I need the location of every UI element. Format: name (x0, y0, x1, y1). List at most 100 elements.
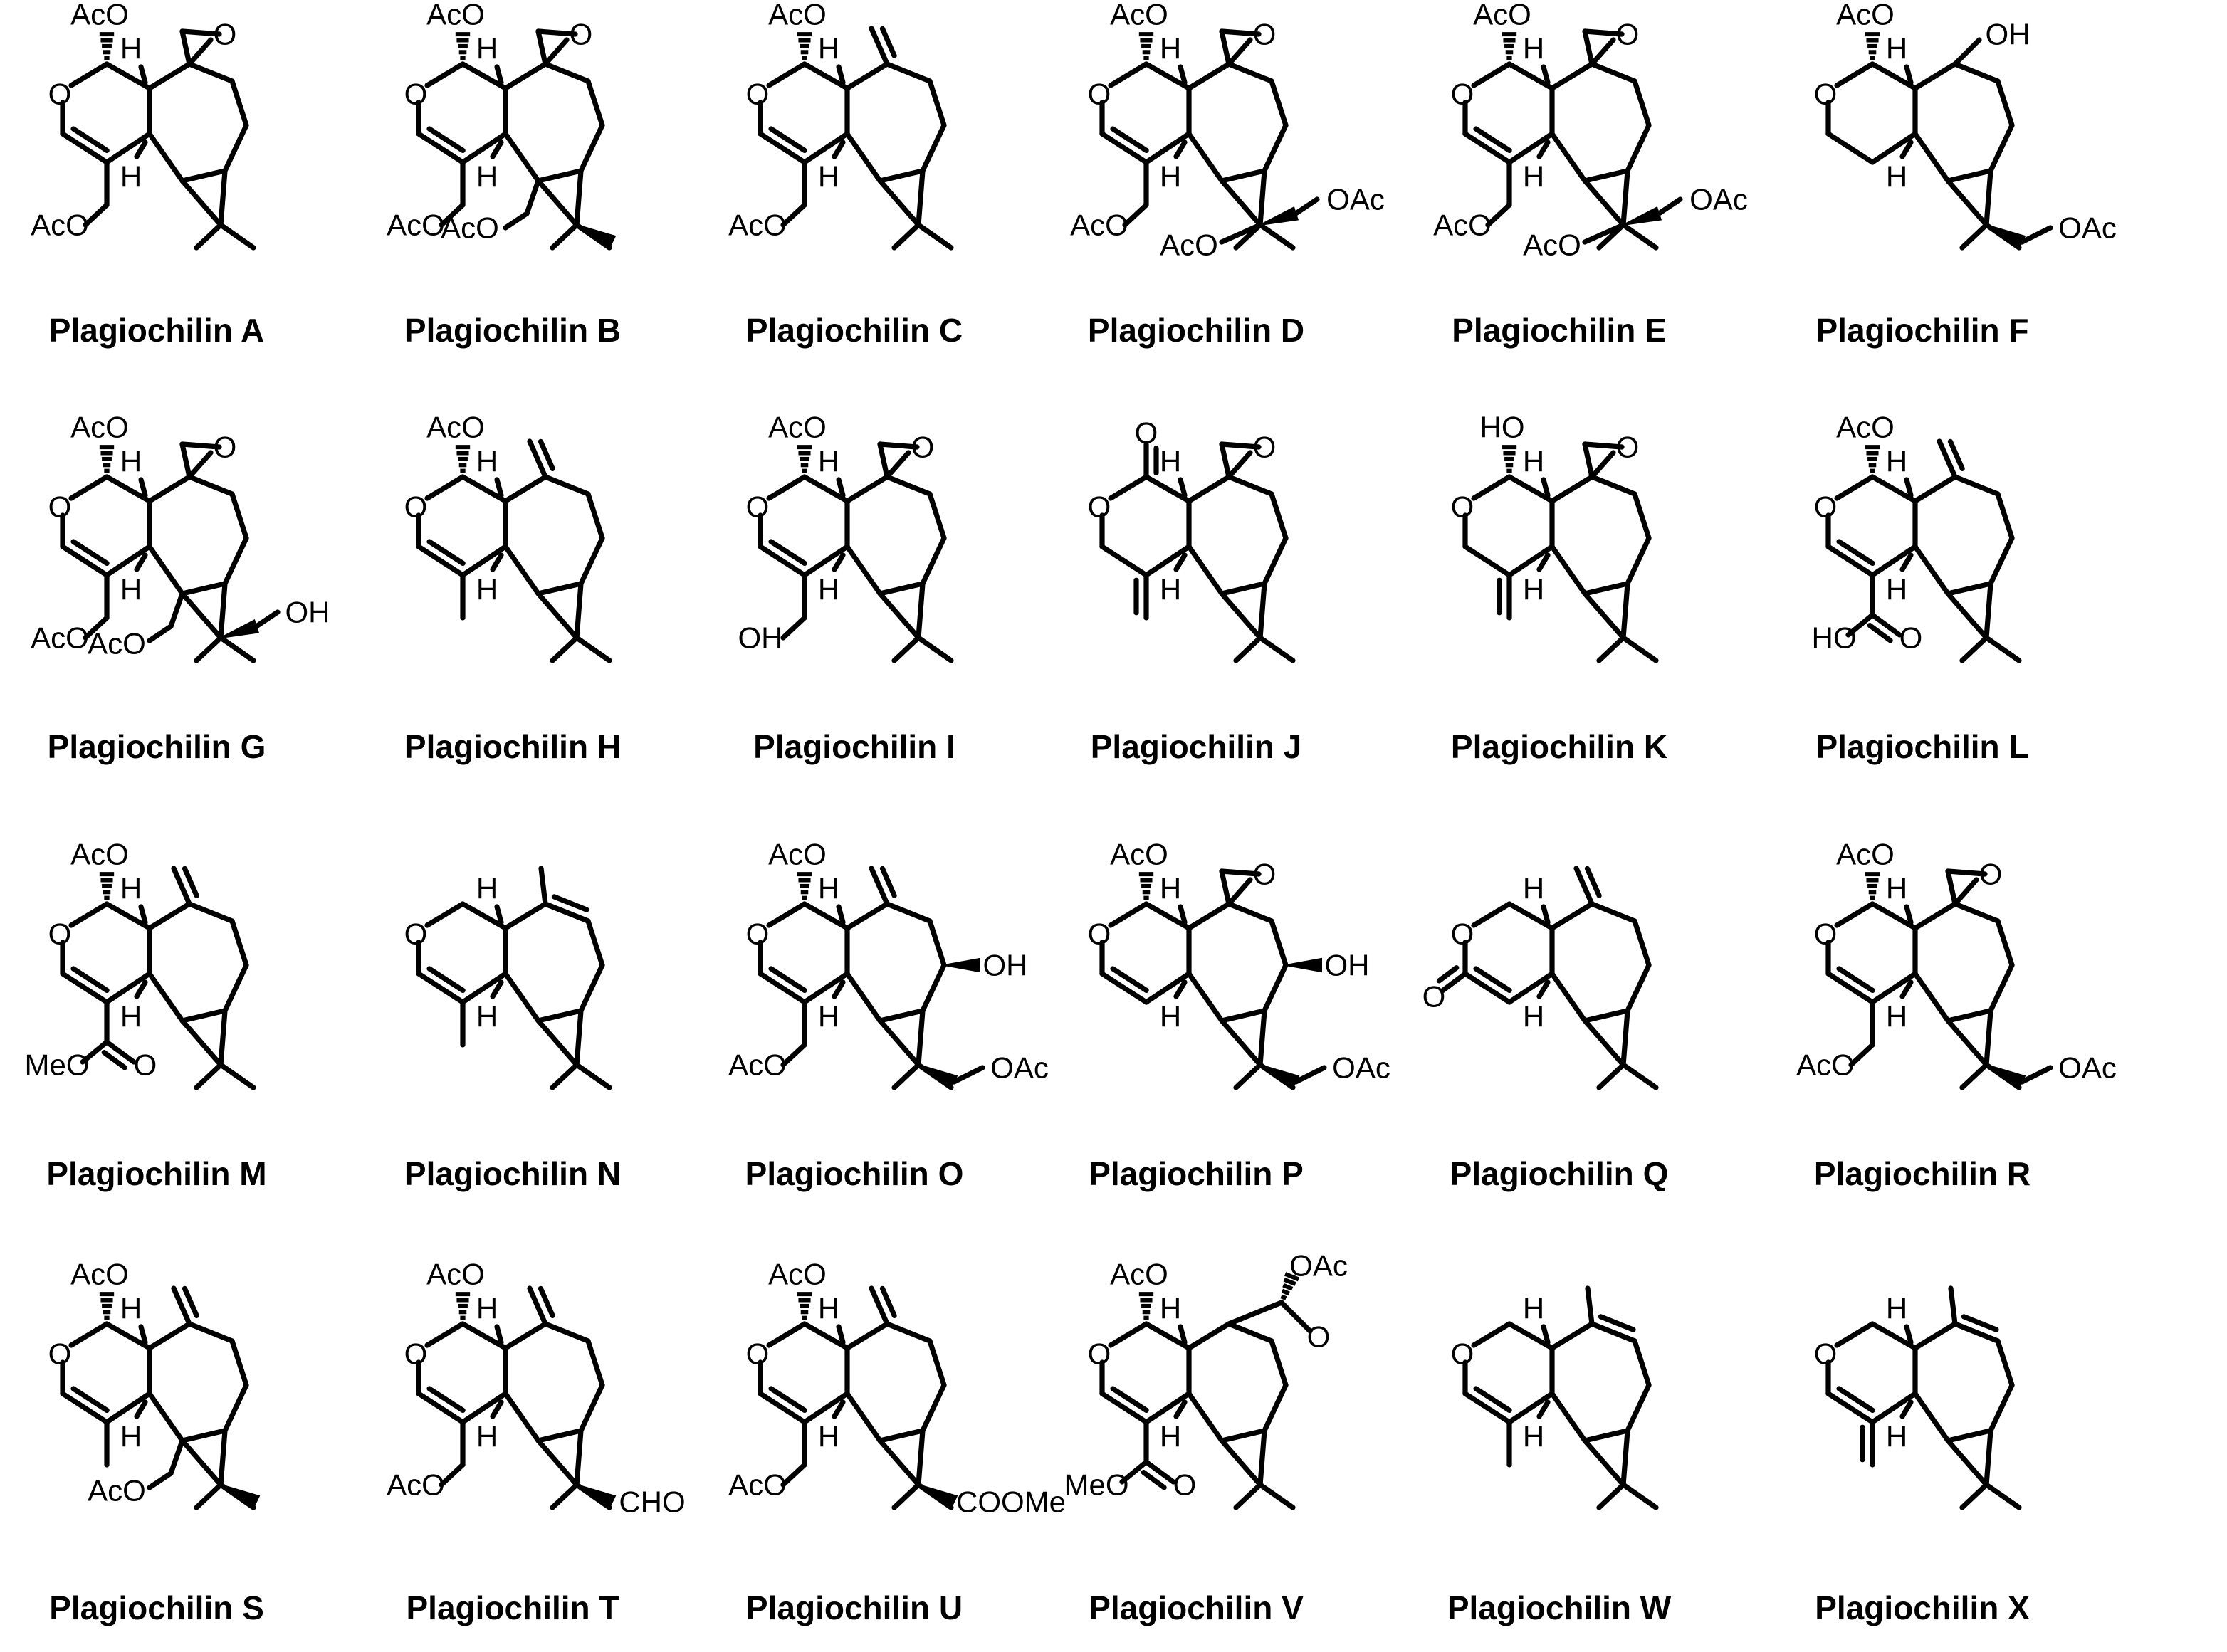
h-bond (1904, 904, 1914, 925)
double-bond-inner (426, 539, 466, 567)
bond (877, 581, 926, 596)
bond (147, 624, 174, 643)
stereo-h: H (818, 872, 839, 905)
bond (877, 591, 921, 641)
bond (1988, 962, 2015, 1014)
bond (766, 61, 807, 88)
bond (1262, 122, 1289, 174)
acetoxy-label: AcO (70, 838, 129, 871)
bond (503, 901, 548, 931)
ring-oxygen: O (1088, 917, 1111, 951)
bond (1549, 901, 1595, 931)
bond (1219, 1438, 1263, 1488)
methyl-bond (538, 866, 548, 907)
bond (1620, 1428, 1630, 1488)
double-bond-inner (879, 26, 897, 58)
h-bond (490, 140, 504, 159)
bond (1582, 28, 1625, 37)
h-bond (832, 1399, 846, 1419)
bond (802, 1391, 850, 1425)
bond (218, 222, 256, 251)
h-bond (832, 140, 846, 159)
bond (535, 178, 580, 228)
bond (1143, 474, 1192, 504)
bond (578, 122, 605, 174)
bond (1219, 1008, 1267, 1024)
stereo-h: H (818, 160, 839, 194)
bond (550, 1062, 580, 1090)
bond (1834, 901, 1875, 928)
bond (1589, 450, 1616, 480)
bond (920, 962, 947, 1014)
bond (535, 581, 584, 596)
bond (1122, 202, 1149, 228)
bond (222, 535, 249, 586)
h-bond (1904, 1324, 1914, 1345)
bond (884, 61, 933, 84)
stereo-h: H (476, 1000, 498, 1033)
bond (1549, 61, 1595, 91)
bond (535, 1438, 580, 1488)
bond (104, 544, 152, 578)
bond (1959, 222, 1989, 251)
bond (884, 474, 933, 497)
bond (147, 971, 185, 1024)
acetoxy-label: OAc (2058, 1051, 2117, 1085)
hash-bond (1138, 872, 1154, 900)
bond (1596, 1482, 1626, 1510)
bond (1582, 168, 1630, 184)
bond (222, 962, 249, 1014)
double-bond-inner (426, 966, 466, 994)
bond (1582, 1008, 1630, 1024)
double-bond-inner (1836, 966, 1875, 994)
bond (1226, 474, 1274, 497)
compound-name: Plagiochilin B (404, 312, 621, 349)
double-bond (60, 544, 110, 578)
bond (1984, 581, 1993, 641)
acetoxy-label: AcO (1796, 1048, 1855, 1082)
bond (920, 122, 947, 174)
double-bond (758, 1391, 807, 1425)
structure-x: OHH (1814, 1285, 2022, 1510)
h-bond (1536, 552, 1551, 572)
bond (1226, 37, 1253, 67)
bond (229, 491, 249, 541)
bond (1257, 581, 1267, 641)
compound-name: Plagiochilin E (1452, 312, 1667, 349)
double-bond (104, 1039, 137, 1065)
compound-name: Plagiochilin W (1447, 1589, 1672, 1626)
bond (1870, 474, 1918, 504)
double-bond (527, 438, 548, 480)
bond (1143, 1321, 1192, 1351)
bond (1589, 61, 1638, 84)
bond (1995, 78, 2015, 128)
bond (1219, 1428, 1267, 1443)
bond (1549, 131, 1588, 184)
bond (1984, 1482, 2022, 1510)
compound-name: Plagiochilin O (745, 1155, 964, 1192)
bond (222, 1382, 249, 1433)
bond (460, 474, 508, 504)
bond (1186, 61, 1232, 91)
ring-oxygen: O (48, 917, 72, 951)
double-bond-inner (768, 539, 807, 567)
bond (1620, 1062, 1659, 1090)
hash-bond (797, 872, 812, 900)
bond (1233, 1062, 1263, 1090)
bond (1186, 1321, 1232, 1351)
ring-oxygen: O (404, 1337, 428, 1371)
bond (877, 1018, 921, 1068)
bond (535, 1008, 584, 1024)
bond (1549, 1391, 1588, 1443)
ring-oxygen: O (48, 1337, 72, 1371)
epoxide-oxygen: O (1253, 18, 1277, 51)
bond (1589, 474, 1638, 497)
wedge-bond (1259, 206, 1299, 226)
h-bond (1173, 552, 1188, 572)
bond (1108, 61, 1149, 88)
double-bond-inner (426, 1386, 466, 1414)
